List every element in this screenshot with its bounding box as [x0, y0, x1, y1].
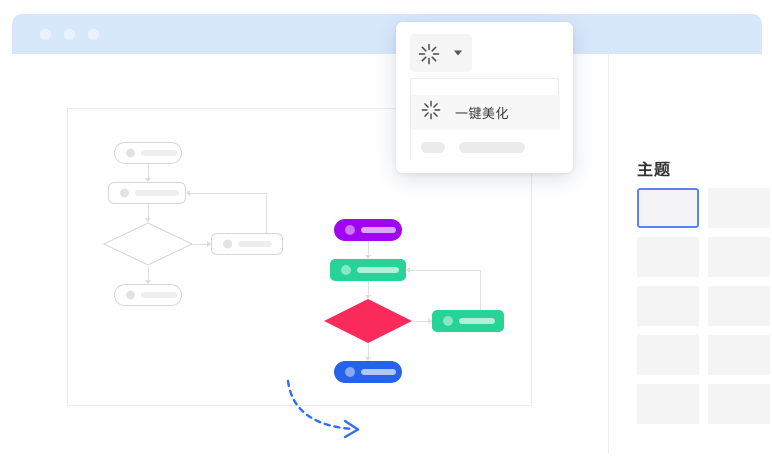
node-label-placeholder: [238, 241, 272, 247]
styled-arrowhead-4: [428, 318, 432, 324]
styled-feedback-vertical: [480, 270, 481, 310]
node-bullet-icon: [341, 265, 351, 275]
node-label-placeholder: [135, 190, 179, 196]
panel-divider: [608, 54, 609, 454]
styled-connector-decision-to-end: [368, 343, 369, 359]
node-label-placeholder: [141, 150, 177, 156]
styled-node-decision[interactable]: [324, 299, 412, 343]
plain-node-end[interactable]: [114, 284, 182, 306]
node-bullet-icon: [126, 290, 135, 300]
theme-swatch-8[interactable]: [708, 335, 770, 375]
chevron-down-icon: [454, 50, 462, 56]
plain-node-process-1[interactable]: [108, 182, 186, 204]
window-titlebar: [12, 14, 762, 54]
node-label-placeholder: [459, 318, 495, 324]
plain-connector-decision-to-end: [148, 266, 149, 282]
styled-node-end[interactable]: [334, 361, 402, 383]
plain-feedback-horizontal: [190, 193, 267, 194]
beautify-dropdown-card: 一键美化: [396, 22, 573, 173]
menu-item-label: 一键美化: [455, 106, 510, 121]
plain-arrowhead-3: [145, 280, 151, 284]
menu-item-icon-placeholder: [421, 142, 445, 153]
styled-arrowhead-2: [365, 295, 371, 299]
styled-arrowhead-5: [406, 267, 410, 273]
styled-arrowhead-3: [365, 357, 371, 361]
plain-connector-decision-to-p2: [193, 244, 211, 245]
plain-connector-p1-to-decision: [148, 204, 149, 220]
styled-node-process-2[interactable]: [432, 310, 504, 332]
node-bullet-icon: [126, 148, 135, 158]
styled-arrowhead-1: [365, 255, 371, 259]
theme-swatch-9[interactable]: [637, 384, 699, 424]
node-bullet-icon: [345, 225, 355, 235]
node-bullet-icon: [223, 239, 232, 249]
window-controls: [40, 29, 99, 40]
plain-arrowhead-5: [186, 190, 190, 196]
window-dot-maximize[interactable]: [88, 29, 99, 40]
menu-item-one-click-beautify[interactable]: 一键美化: [411, 95, 560, 130]
menu-item-label-placeholder: [459, 142, 525, 153]
plain-feedback-vertical: [266, 193, 267, 233]
theme-panel-title: 主题: [637, 162, 672, 179]
theme-panel: 主题: [620, 108, 772, 468]
plain-arrowhead-1: [145, 178, 151, 182]
plain-arrowhead-2: [145, 218, 151, 222]
theme-swatch-2[interactable]: [708, 188, 770, 228]
node-label-placeholder: [141, 292, 177, 298]
plain-node-decision[interactable]: [102, 222, 194, 266]
window-dot-minimize[interactable]: [64, 29, 75, 40]
plain-node-start[interactable]: [114, 142, 182, 164]
styled-node-process-1[interactable]: [330, 259, 406, 281]
styled-feedback-horizontal: [410, 270, 481, 271]
theme-swatch-1[interactable]: [637, 188, 699, 228]
dashed-transform-arrow: [286, 379, 360, 439]
node-bullet-icon: [345, 367, 355, 377]
plain-node-process-2[interactable]: [211, 233, 283, 255]
theme-swatch-grid: [637, 188, 770, 424]
styled-connector-start-to-p1: [368, 241, 369, 257]
sparkle-burst-icon: [418, 43, 440, 70]
theme-swatch-10[interactable]: [708, 384, 770, 424]
beautify-dropdown-menu: 一键美化: [410, 78, 560, 165]
node-bullet-icon: [443, 316, 453, 326]
theme-swatch-5[interactable]: [637, 286, 699, 326]
theme-swatch-7[interactable]: [637, 335, 699, 375]
node-label-placeholder: [357, 267, 399, 273]
beautify-dropdown-trigger[interactable]: [410, 34, 472, 72]
styled-connector-p1-to-decision: [368, 281, 369, 297]
node-label-placeholder: [361, 369, 396, 375]
theme-swatch-6[interactable]: [708, 286, 770, 326]
plain-connector-start-to-p1: [148, 164, 149, 180]
sparkle-burst-icon: [421, 100, 441, 125]
menu-item-placeholder[interactable]: [411, 130, 560, 165]
theme-swatch-3[interactable]: [637, 237, 699, 277]
diamond-shape-icon: [324, 299, 412, 343]
workspace: 主题: [12, 54, 770, 454]
styled-connector-decision-to-p2: [412, 321, 432, 322]
theme-swatch-4[interactable]: [708, 237, 770, 277]
plain-arrowhead-4: [207, 241, 211, 247]
node-bullet-icon: [120, 188, 129, 198]
styled-node-start[interactable]: [334, 219, 402, 241]
node-label-placeholder: [361, 227, 396, 233]
diamond-shape-icon: [102, 222, 194, 266]
window-dot-close[interactable]: [40, 29, 51, 40]
